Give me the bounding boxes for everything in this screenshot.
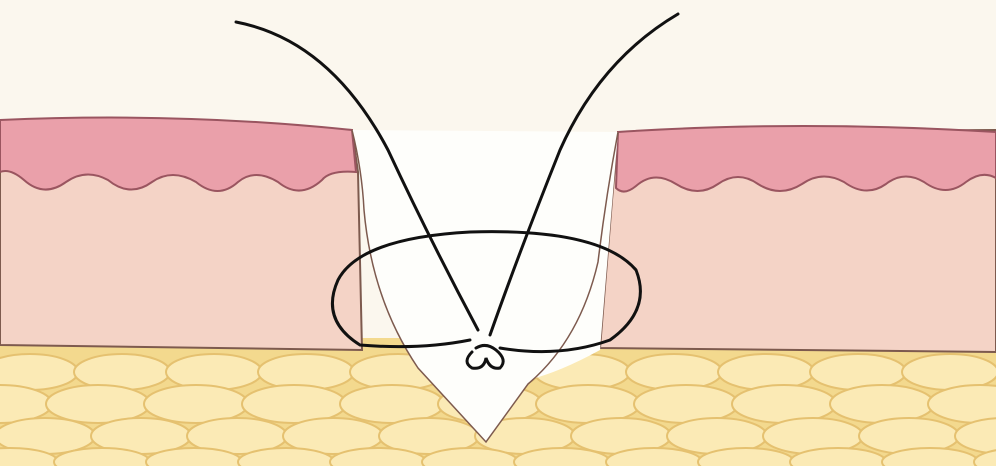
fat-lobule bbox=[166, 354, 262, 390]
right-epidermis bbox=[616, 126, 996, 192]
fat-lobule bbox=[718, 354, 814, 390]
